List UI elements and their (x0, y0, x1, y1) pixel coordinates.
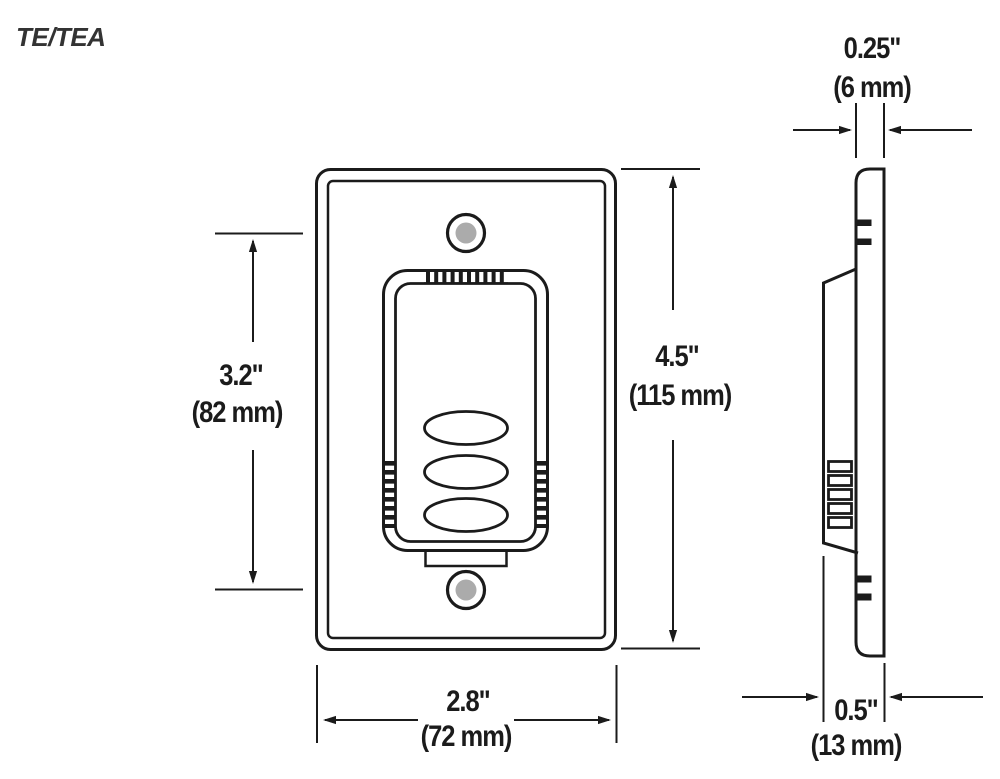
vent-slot (827, 502, 853, 515)
clip-dash (856, 575, 872, 583)
vent-slot (827, 460, 853, 473)
oval-button-middle (423, 454, 509, 490)
dim-plate-height (621, 168, 700, 650)
dim-plate-thickness (793, 103, 972, 158)
plate-width-inches-label: 2.8" (446, 685, 490, 718)
rocker-height-inches-label: 3.2" (219, 359, 263, 392)
vent-slot (827, 488, 853, 501)
oval-button-bottom (423, 497, 509, 533)
vent-slot (827, 474, 853, 487)
plate-thickness-metric-label: (6 mm) (833, 71, 912, 104)
clip-dash (856, 238, 872, 245)
dimension-lines (215, 103, 983, 743)
oval-button-top (423, 410, 509, 446)
screw-top (445, 212, 487, 254)
wall-plate-inner-edge (326, 179, 607, 640)
front-view (315, 168, 617, 651)
plate-height-inches-label: 4.5" (655, 340, 699, 373)
plate-thickness-inches-label: 0.25" (843, 32, 902, 65)
model-title: TE/TEA (16, 22, 106, 52)
vent-slot (827, 516, 853, 529)
device-depth-inches-label: 0.5" (834, 694, 878, 727)
dim-plate-width (316, 665, 618, 743)
side-body-outline (822, 267, 859, 555)
side-view (822, 167, 886, 658)
clip-dash (856, 593, 872, 601)
plate-width-metric-label: (72 mm) (420, 720, 513, 753)
dim-device-depth (742, 556, 983, 722)
plate-height-metric-label: (115 mm) (628, 379, 732, 412)
dim-rocker-height (215, 232, 303, 591)
screw-bottom (445, 569, 487, 611)
rocker-height-metric-label: (82 mm) (191, 396, 284, 429)
side-plate-profile (854, 167, 886, 658)
screw-top-center (455, 222, 477, 244)
device-depth-metric-label: (13 mm) (810, 729, 903, 762)
clip-dash (856, 219, 872, 226)
rocker-bottom-tab (424, 549, 508, 568)
screw-bottom-center (455, 579, 477, 601)
